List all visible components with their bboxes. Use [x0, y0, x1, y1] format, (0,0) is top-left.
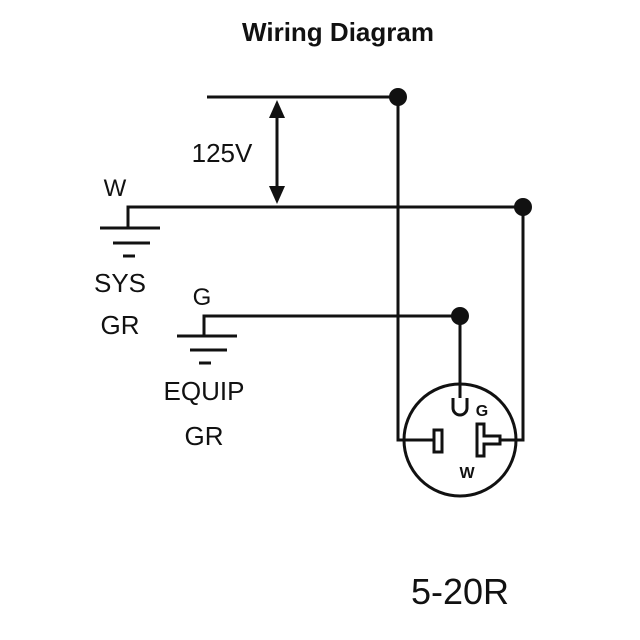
- receptacle-icon: [402, 382, 518, 498]
- receptacle-g-label: G: [476, 403, 488, 420]
- model-label: 5-20R: [411, 571, 509, 612]
- hot-slot-icon: [432, 428, 444, 454]
- arrow-up-icon: [269, 100, 285, 118]
- equip-ground-label-2: GR: [185, 421, 224, 451]
- diagram-title: Wiring Diagram: [242, 17, 434, 47]
- ground-junction-dot: [451, 307, 469, 325]
- equip-ground-label: EQUIP: [164, 376, 245, 406]
- w-wire-label: W: [104, 175, 127, 202]
- ground-wire: [202, 314, 460, 336]
- receptacle-w-label: W: [459, 465, 475, 482]
- neutral-junction-dot: [514, 198, 532, 216]
- g-wire-label: G: [193, 284, 212, 311]
- neutral-wire-drop: [500, 207, 525, 442]
- hot-junction-dot: [389, 88, 407, 106]
- equip-ground-icon: [177, 334, 237, 365]
- neutral-wire: [126, 205, 523, 228]
- voltage-label: 125V: [192, 138, 253, 168]
- ground-hole-icon: [451, 398, 469, 417]
- sys-ground-label: SYS: [94, 268, 146, 298]
- arrow-down-icon: [269, 186, 285, 204]
- sys-ground-icon: [100, 226, 160, 258]
- neutral-t-slot-icon: [475, 422, 502, 458]
- sys-ground-label-2: GR: [101, 310, 140, 340]
- hot-wire-drop: [396, 97, 433, 442]
